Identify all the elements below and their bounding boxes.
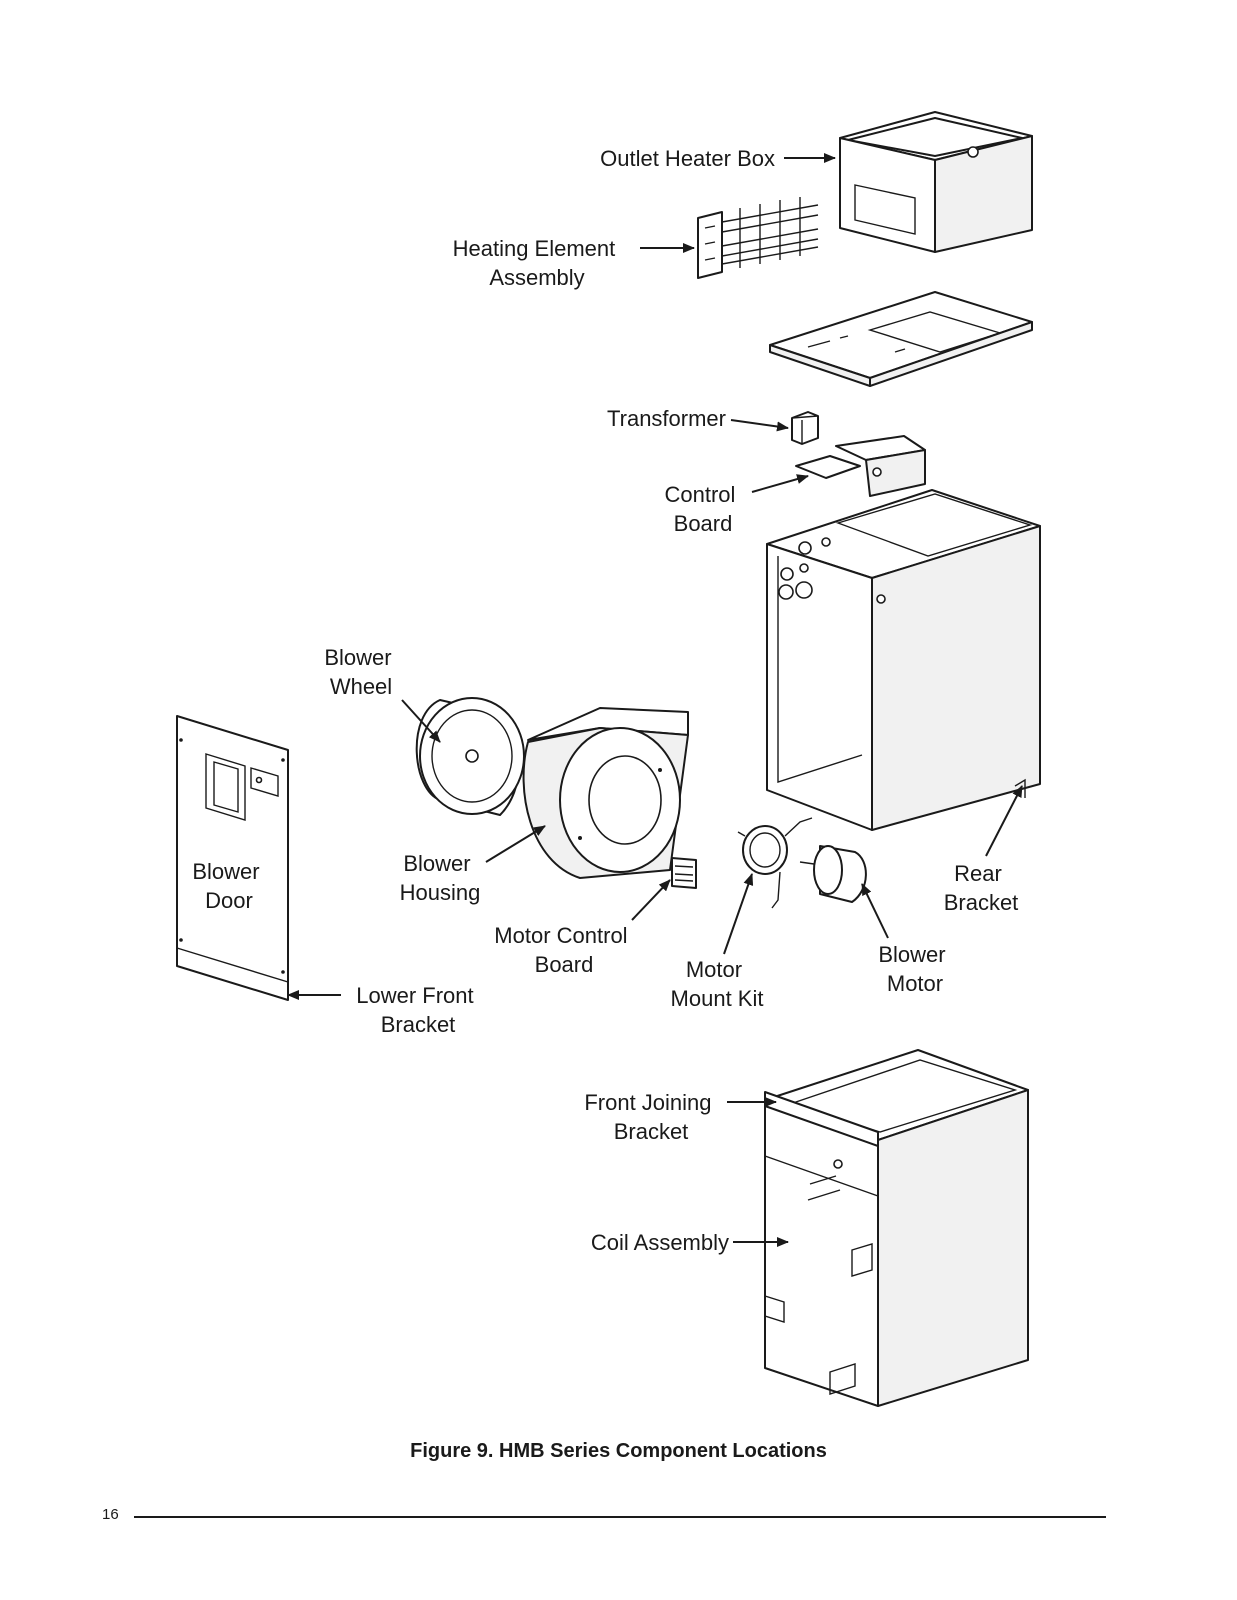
top-panel-drawing [769, 291, 1033, 387]
label-lower-front-bracket: Lower Front Bracket [356, 983, 480, 1037]
label-line: Door [205, 888, 253, 913]
label-line: Bracket [614, 1119, 689, 1144]
label-motor-mount-kit: Motor Mount Kit [671, 957, 764, 1011]
label-line: Mount Kit [671, 986, 764, 1011]
label-rear-bracket: Rear Bracket [944, 861, 1019, 915]
label-motor-control-board: Motor Control Board [494, 923, 633, 977]
label-line: Bracket [381, 1012, 456, 1037]
label-line: Blower [878, 942, 945, 967]
label-line: Heating Element [453, 236, 616, 261]
label-transformer: Transformer [607, 406, 726, 431]
motor-control-board-drawing [671, 857, 697, 889]
blower-door-drawing [176, 715, 289, 1001]
label-line: Board [535, 952, 594, 977]
blower-cabinet-drawing [766, 489, 1041, 831]
label-line: Rear [954, 861, 1002, 886]
label-line: Lower Front [356, 983, 473, 1008]
label-line: Motor Control [494, 923, 627, 948]
label-line: Transformer [607, 406, 726, 431]
label-control-board: Control Board [664, 482, 741, 536]
label-blower-door: Blower Door [192, 859, 265, 913]
label-line: Blower [403, 851, 470, 876]
label-line: Outlet Heater Box [600, 146, 775, 171]
label-line: Control [664, 482, 735, 507]
label-line: Blower [324, 645, 391, 670]
label-line: Motor [686, 957, 742, 982]
leader-arrows [287, 153, 1023, 1247]
label-line: Bracket [944, 890, 1019, 915]
label-line: Board [674, 511, 733, 536]
blower-motor-drawing [799, 845, 867, 903]
label-blower-housing: Blower Housing [400, 851, 481, 905]
page-number: 16 [102, 1506, 119, 1523]
label-coil-assembly: Coil Assembly [591, 1230, 729, 1255]
control-board-drawing [795, 435, 926, 497]
figure-caption: Figure 9. HMB Series Component Locations [410, 1440, 827, 1462]
blower-wheel-drawing [415, 697, 525, 816]
label-blower-wheel: Blower Wheel [324, 645, 397, 699]
label-line: Wheel [330, 674, 392, 699]
label-heating-element-assembly: Heating Element Assembly [453, 236, 622, 290]
label-line: Front Joining [584, 1090, 711, 1115]
heating-element-assembly-drawing [697, 197, 819, 279]
coil-assembly-drawing [764, 1049, 1029, 1407]
transformer-drawing [791, 411, 819, 445]
label-line: Motor [887, 971, 943, 996]
motor-mount-kit-drawing [737, 817, 813, 909]
label-line: Assembly [489, 265, 584, 290]
label-blower-motor: Blower Motor [878, 942, 951, 996]
label-line: Coil Assembly [591, 1230, 729, 1255]
label-front-joining-bracket: Front Joining Bracket [584, 1090, 717, 1144]
label-outlet-heater-box: Outlet Heater Box [600, 146, 775, 171]
label-line: Housing [400, 880, 481, 905]
label-line: Blower [192, 859, 259, 884]
footer-rule [134, 1516, 1106, 1518]
outlet-heater-box-drawing [839, 111, 1033, 253]
blower-housing-drawing [522, 707, 689, 879]
